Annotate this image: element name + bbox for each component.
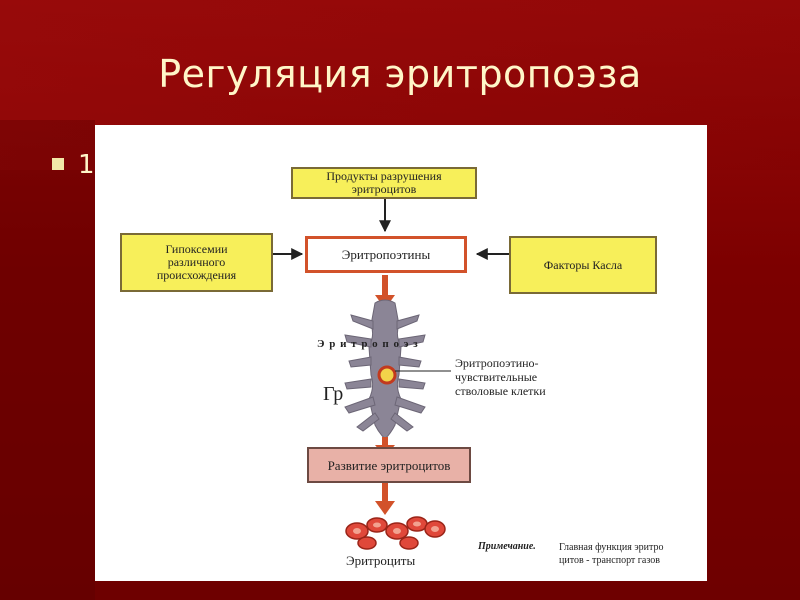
erythrocyte-cell — [353, 528, 361, 534]
slide-left-panel — [0, 120, 95, 600]
erythrocyte-cell — [399, 536, 419, 550]
orange-arrow-shaft-1 — [382, 275, 388, 297]
diagram-figure: Продукты разрушения эритроцитов Эритропо… — [95, 125, 707, 581]
diagram-graphics — [270, 198, 509, 550]
spine-shape — [344, 299, 426, 440]
marrow-label: Гр — [323, 383, 344, 405]
orange-arrowhead-3 — [375, 501, 395, 515]
right-box: Факторы Касла — [509, 236, 657, 294]
cells-label: Эритроциты — [346, 553, 416, 568]
erythrocyte-cell — [357, 536, 377, 550]
erythrocyte-cell — [373, 522, 381, 528]
development-box: Развитие эритроцитов — [307, 447, 471, 483]
orange-arrow-shaft-3 — [382, 483, 388, 503]
left-box: Гипоксемии различного происхождения — [120, 233, 273, 292]
erythrocyte-cell — [393, 528, 401, 534]
bullet-square-icon — [52, 158, 64, 170]
center-box: Эритропоэтины — [305, 236, 467, 273]
bullet-text: 1 — [78, 150, 95, 180]
cell-label: Эритропоэтино- чувствительные стволовые … — [455, 356, 546, 398]
erythrocyte-cell — [413, 521, 421, 527]
note-title: Примечание. — [478, 541, 536, 552]
slide-title: Регуляция эритропоэза — [158, 52, 642, 96]
note-text: Главная функция эритро цитов - транспорт… — [559, 542, 664, 566]
orange-arrow-shaft-2 — [382, 437, 388, 449]
process-label: Э р и т р о п о э з — [317, 338, 419, 350]
stem-cell-icon — [377, 365, 397, 385]
erythrocytes-cluster — [345, 516, 446, 550]
erythrocyte-cell — [431, 526, 439, 532]
top-box: Продукты разрушения эритроцитов — [291, 167, 477, 199]
